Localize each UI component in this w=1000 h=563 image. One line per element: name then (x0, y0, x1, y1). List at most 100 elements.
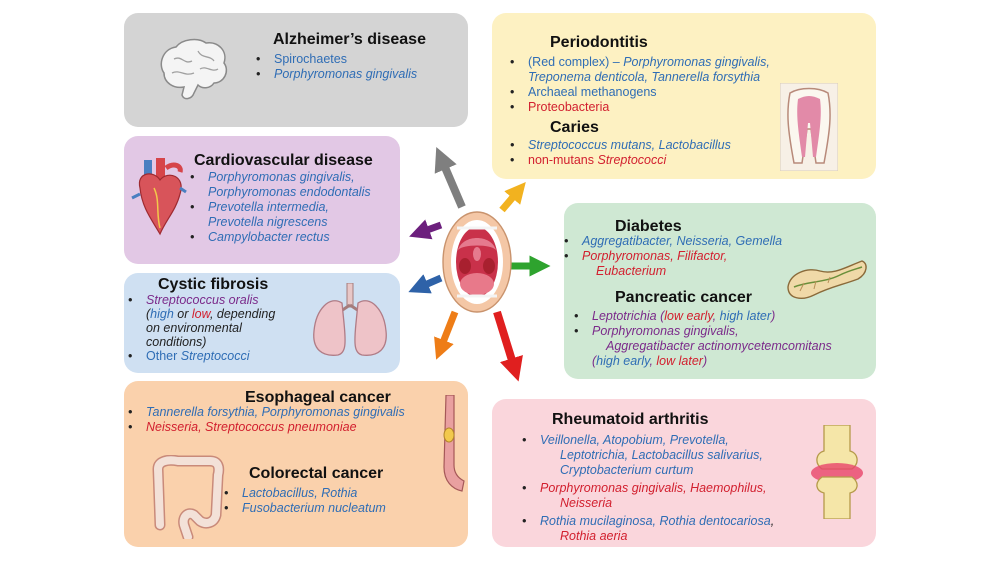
text: , (712, 309, 720, 323)
tooth-icon (780, 83, 838, 171)
list-item-cont: on environmental (146, 321, 242, 335)
list-item: Rothia mucilaginosa, Rothia dentocariosa… (518, 514, 774, 529)
arrow-to-periodontitis (499, 181, 526, 213)
list-item: Prevotella intermedia, (186, 200, 371, 215)
list-item: Porphyromonas, Filifactor, (560, 249, 782, 264)
periodontitis-panel: Periodontitis (Red complex) – Porphyromo… (492, 13, 876, 179)
list-item-cont: Porphyromonas endodontalis (208, 185, 371, 199)
rheumatoid-list: Veillonella, Atopobium, Prevotella, Lept… (518, 433, 774, 544)
list-item-cont: Treponema denticola, Tannerella forsythi… (528, 70, 761, 84)
text: ) (702, 354, 708, 368)
arrow-to-esophageal (434, 310, 459, 360)
pancreatic-list: Leptotrichia (low early, high later) Por… (570, 309, 832, 369)
text: Streptococci (597, 153, 667, 167)
text: high later (719, 309, 772, 323)
text: non-mutans (528, 153, 598, 167)
list-item: Porphyromonas gingivalis, (570, 324, 832, 339)
list-item: Other Streptococci (124, 349, 275, 363)
list-item: non-mutans Streptococci (506, 153, 731, 168)
cardio-list: Porphyromonas gingivalis, Porphyromonas … (186, 170, 371, 245)
caries-title: Caries (550, 119, 599, 136)
list-item-cont: Aggregatibacter actinomycetemcomitans (606, 339, 832, 353)
text: ) (771, 309, 776, 323)
text: high (150, 307, 174, 321)
text: low later (656, 354, 703, 368)
esophagus-icon (443, 395, 465, 492)
list-item-cont: (high early, low later) (570, 354, 832, 369)
text: , (770, 514, 775, 528)
alzheimers-list: Spirochaetes Porphyromonas gingivalis (252, 52, 417, 82)
text: low early (664, 309, 713, 323)
list-item-cont: Eubacterium (596, 264, 667, 278)
periodontitis-title: Periodontitis (550, 34, 648, 51)
lungs-icon (313, 283, 387, 356)
arrow-to-cardio (409, 219, 443, 240)
list-item-cont: Rothia aeria (560, 529, 628, 543)
text: ( (146, 307, 151, 321)
list-item: Neisseria, Streptococcus pneumoniae (124, 420, 405, 435)
list-item: Veillonella, Atopobium, Prevotella, (518, 433, 774, 448)
esophageal-panel: Esophageal cancer Tannerella forsythia, … (124, 381, 468, 547)
heart-icon (131, 158, 187, 236)
arrow-to-cystic (408, 274, 443, 294)
brain-icon (160, 38, 228, 100)
colorectal-list: Lactobacillus, Rothia Fusobacterium nucl… (220, 486, 386, 516)
esophageal-title: Esophageal cancer (245, 389, 391, 406)
text: ( (592, 354, 597, 368)
colon-icon (152, 455, 225, 539)
list-item: Leptotrichia (low early, high later) (570, 309, 832, 324)
list-item: Porphyromonas gingivalis, Haemophilus, (518, 481, 774, 496)
list-item-cont: (high or low, depending (124, 307, 275, 321)
periodontitis-list: (Red complex) – Porphyromonas gingivalis… (506, 55, 770, 115)
list-item: Porphyromonas gingivalis, (186, 170, 371, 185)
alzheimers-title: Alzheimer’s disease (273, 31, 426, 48)
rheumatoid-panel: Rheumatoid arthritis Veillonella, Atopob… (492, 399, 876, 547)
text: low (191, 307, 210, 321)
text: Porphyromonas gingivalis, (623, 55, 770, 69)
cardio-panel: Cardiovascular disease Porphyromonas gin… (124, 136, 400, 264)
text: (Red complex) – (528, 55, 624, 69)
text: , (649, 354, 657, 368)
list-item: Campylobacter rectus (186, 230, 371, 245)
rheumatoid-title: Rheumatoid arthritis (552, 411, 709, 428)
list-item-cont: conditions) (146, 335, 207, 349)
list-item: Proteobacteria (506, 100, 770, 115)
esophageal-list: Tannerella forsythia, Porphyromonas ging… (124, 405, 405, 435)
pancreas-icon (787, 260, 867, 299)
knee-joint-icon (811, 425, 863, 519)
arrow-to-rheumatoid (493, 310, 523, 382)
text: , depending (209, 307, 276, 321)
text: or (173, 307, 192, 321)
diabetes-title: Diabetes (615, 218, 682, 235)
text: Other (146, 349, 181, 363)
list-item-cont: Cryptobacterium curtum (560, 463, 694, 477)
list-item: Streptococcus mutans, Lactobacillus (506, 138, 731, 153)
text: high early (596, 354, 650, 368)
list-item: Tannerella forsythia, Porphyromonas ging… (124, 405, 405, 420)
cardio-title: Cardiovascular disease (194, 152, 373, 169)
diabetes-panel: Diabetes Aggregatibacter, Neisseria, Gem… (564, 203, 876, 379)
text: Leptotrichia ( (592, 309, 665, 323)
list-item: Spirochaetes (252, 52, 417, 67)
list-item: Lactobacillus, Rothia (220, 486, 386, 501)
list-item: (Red complex) – Porphyromonas gingivalis… (506, 55, 770, 70)
list-item: Aggregatibacter, Neisseria, Gemella (560, 234, 782, 249)
list-item: Streptococcus oralis (124, 293, 275, 307)
diabetes-list: Aggregatibacter, Neisseria, Gemella Porp… (560, 234, 782, 279)
text: Rothia mucilaginosa, Rothia dentocariosa (540, 514, 771, 528)
cystic-title: Cystic fibrosis (158, 276, 269, 293)
caries-list: Streptococcus mutans, Lactobacillus non-… (506, 138, 731, 168)
cystic-list: Streptococcus oralis (high or low, depen… (124, 293, 275, 363)
text: Streptococci (180, 349, 250, 363)
list-item-cont: Prevotella nigrescens (208, 215, 328, 229)
list-item: Fusobacterium nucleatum (220, 501, 386, 516)
pancreatic-title: Pancreatic cancer (615, 289, 752, 306)
list-item: Porphyromonas gingivalis (252, 67, 417, 82)
list-item-cont: Neisseria (560, 496, 613, 510)
arrow-to-alzheimers (434, 146, 466, 209)
mouth-icon (442, 211, 512, 313)
cystic-panel: Cystic fibrosis Streptococcus oralis (hi… (124, 273, 400, 373)
alzheimers-panel: Alzheimer’s disease Spirochaetes Porphyr… (124, 13, 468, 127)
list-item-cont: Leptotrichia, Lactobacillus salivarius, (560, 448, 763, 462)
